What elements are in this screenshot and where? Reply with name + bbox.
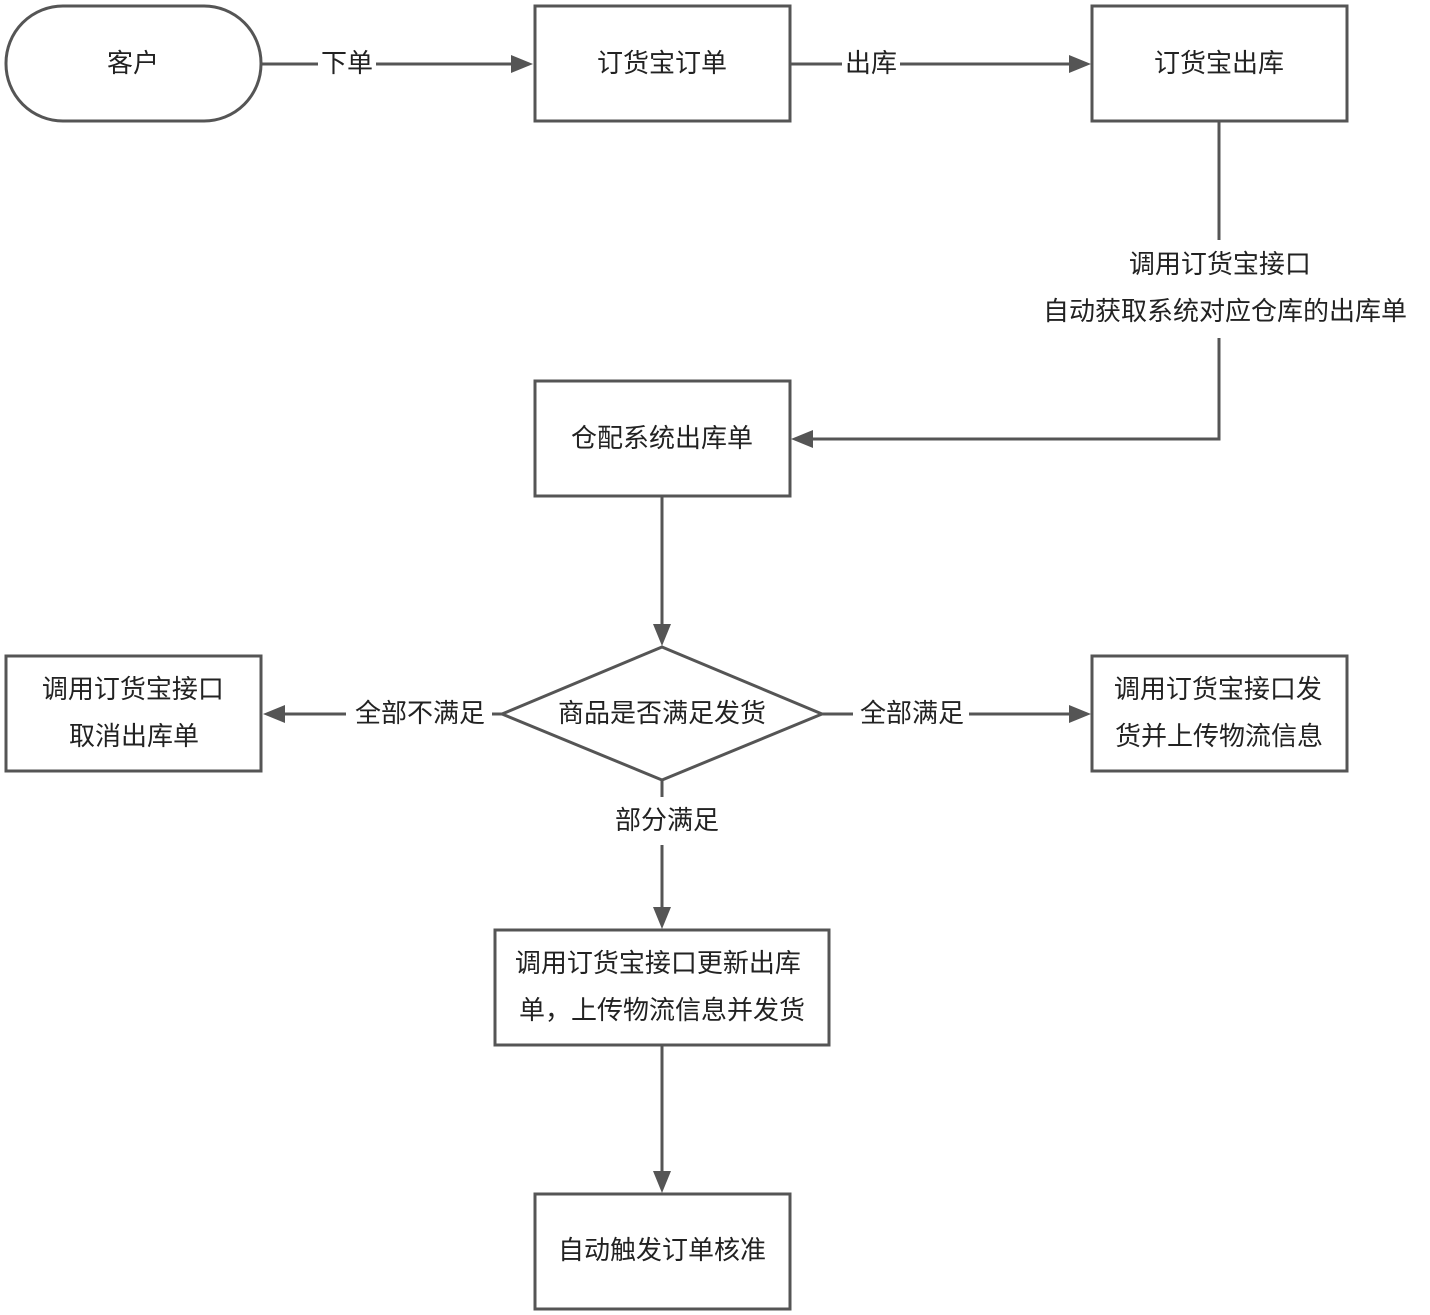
node-ship-partial: 调用订货宝接口更新出库 单，上传物流信息并发货 [493,928,831,1047]
node-decision-label: 商品是否满足发货 [558,699,766,729]
svg-text:全部满足: 全部满足 [860,699,964,729]
edge-label-partial-satisfied: 部分满足 [608,797,726,845]
edge-label-none-satisfied: 全部不满足 [346,697,492,731]
arrowhead-icon [653,624,671,646]
svg-text:调用订货宝接口 自动获取系统对应仓库的出库单: 调用订货宝接口 自动获取系统对应仓库的出库单 [1043,250,1407,327]
svg-text:调用订货宝接口 取消出库单: 调用订货宝接口 取消出库单 [42,675,232,752]
svg-text:部分满足: 部分满足 [615,806,719,836]
node-ship-partial-line-2: 单，上传物流信息并发货 [519,996,805,1026]
node-customer-label: 客户 [107,49,159,79]
svg-text:调用订货宝接口更新出库 单，上传物流信息并发货: 调用订货宝接口更新出库 单，上传物流信息并发货 [515,949,809,1026]
node-auto-approve: 自动触发订单核准 [533,1192,792,1311]
svg-text:仓配系统出库单: 仓配系统出库单 [571,424,753,454]
arrowhead-icon [1069,55,1091,73]
node-dhb-outbound: 订货宝出库 [1090,4,1349,123]
svg-text:订货宝出库: 订货宝出库 [1154,49,1284,79]
edge-label-place-order: 下单 [318,48,376,80]
edge-outbound [790,55,1091,73]
edge-label-outbound: 出库 [842,48,900,80]
node-ship-full-line-1: 调用订货宝接口发 [1114,675,1322,705]
arrowhead-icon [653,907,671,929]
svg-text:自动触发订单核准: 自动触发订单核准 [558,1236,766,1266]
svg-text:客户: 客户 [107,49,159,79]
svg-text:调用订货宝接口发 货并上传物流信息: 调用订货宝接口发 货并上传物流信息 [1114,675,1330,752]
arrowhead-icon [1069,705,1091,723]
node-dhb-order: 订货宝订单 [533,4,792,123]
node-ship-full: 调用订货宝接口发 货并上传物流信息 [1090,654,1349,773]
node-decision: 商品是否满足发货 [498,645,826,782]
edge-all-satisfied-label: 全部满足 [860,699,964,729]
svg-text:下单: 下单 [321,49,373,79]
arrowhead-icon [791,430,813,448]
node-customer: 客户 [4,4,263,123]
node-cancel-line-2: 取消出库单 [69,722,199,752]
node-cancel-line-1: 调用订货宝接口 [42,675,224,705]
svg-text:订货宝订单: 订货宝订单 [597,49,727,79]
edge-place-order-label: 下单 [321,49,373,79]
node-cancel: 调用订货宝接口 取消出库单 [4,654,263,773]
edge-auto-fetch-line-2: 自动获取系统对应仓库的出库单 [1043,297,1407,327]
edge-auto-fetch-line-1: 调用订货宝接口 [1129,250,1311,280]
svg-text:商品是否满足发货: 商品是否满足发货 [558,699,766,729]
node-dhb-order-label: 订货宝订单 [597,49,727,79]
node-ship-full-line-2: 货并上传物流信息 [1115,722,1323,752]
edge-label-all-satisfied: 全部满足 [853,697,969,731]
edge-place-order [261,55,533,73]
arrowhead-icon [263,705,285,723]
edge-auto-fetch [791,122,1221,448]
svg-text:出库: 出库 [845,49,897,79]
arrowhead-icon [511,55,533,73]
node-auto-approve-label: 自动触发订单核准 [558,1236,766,1266]
edge-to-decision [653,497,671,646]
svg-text:全部不满足: 全部不满足 [355,699,485,729]
node-wms-outbound: 仓配系统出库单 [533,379,792,498]
edge-to-auto-approve [653,1046,671,1193]
edge-outbound-label: 出库 [845,49,897,79]
arrowhead-icon [653,1171,671,1193]
node-wms-outbound-label: 仓配系统出库单 [571,424,753,454]
node-ship-partial-line-1: 调用订货宝接口更新出库 [515,949,801,979]
edge-none-satisfied-label: 全部不满足 [355,699,485,729]
edge-partial-satisfied-label: 部分满足 [615,806,719,836]
node-dhb-outbound-label: 订货宝出库 [1154,49,1284,79]
edge-label-auto-fetch: 调用订货宝接口 自动获取系统对应仓库的出库单 [1026,240,1424,338]
